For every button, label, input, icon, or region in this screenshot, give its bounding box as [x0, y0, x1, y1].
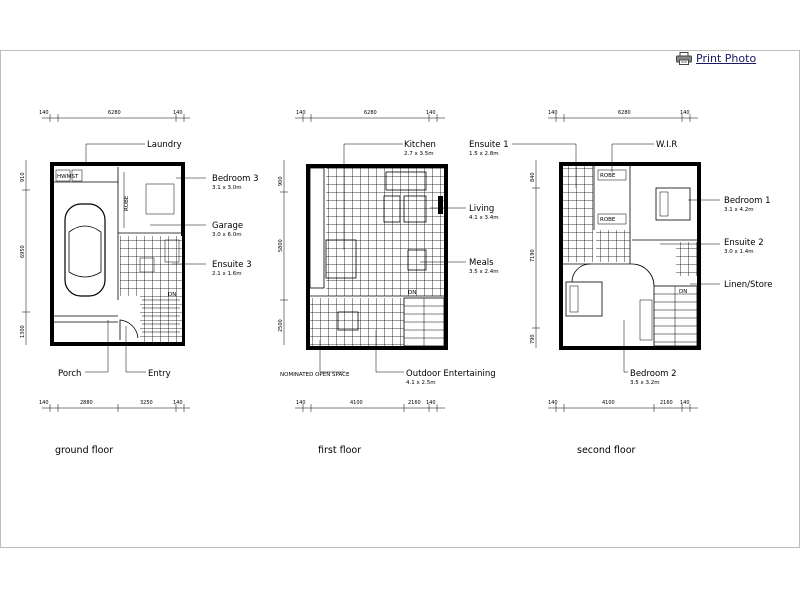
dim-text: 2160: [660, 400, 673, 406]
dim-text: 4100: [350, 400, 363, 406]
dn-tag: DN: [408, 290, 416, 296]
dim-text: 140: [426, 110, 436, 116]
dim-text: 1300: [20, 325, 26, 338]
room-label-porch: Porch: [58, 369, 81, 379]
dim-text: 900: [278, 176, 284, 186]
dim-text: 140: [426, 400, 436, 406]
dim-text: 790: [530, 334, 536, 344]
room-size-ensuite-2: 3.0 x 1.4m: [724, 249, 754, 255]
dim-text: 4100: [602, 400, 615, 406]
dim-text: 6280: [618, 110, 631, 116]
t-tag: T: [74, 174, 79, 180]
second-bottom-dimension: 140 4100 2160 140: [548, 400, 698, 412]
room-label-bedroom-3: Bedroom 3: [212, 174, 259, 184]
dim-text: 7190: [530, 249, 536, 262]
dn-tag: DN: [679, 289, 687, 295]
second-floor-plan: 140 6280 140 840 7190 790 ROBE ROBE: [469, 110, 772, 456]
dim-text: 140: [680, 110, 690, 116]
caption-second-floor: second floor: [577, 445, 636, 456]
room-size-meals: 3.5 x 2.4m: [469, 269, 499, 275]
dim-text: 140: [548, 110, 558, 116]
dim-text: 6280: [364, 110, 377, 116]
robe-tag: ROBE: [124, 195, 130, 211]
room-label-ensuite-3: Ensuite 3: [212, 260, 252, 270]
dn-tag: DN: [168, 292, 176, 298]
room-size-bedroom-2: 3.5 x 3.2m: [630, 380, 660, 386]
dim-text: 140: [548, 400, 558, 406]
dim-text: 140: [680, 400, 690, 406]
room-label-outdoor-entertaining: Outdoor Entertaining: [406, 369, 496, 379]
room-size-ensuite-1: 1.5 x 2.8m: [469, 151, 499, 157]
caption-first-floor: first floor: [318, 445, 361, 456]
hwms-tag: HWMS: [57, 174, 75, 180]
room-label-ensuite-1: Ensuite 1: [469, 140, 509, 150]
car-icon: [64, 203, 106, 297]
room-size-outdoor-entertaining: 4.1 x 2.5m: [406, 380, 436, 386]
dim-text: 140: [39, 110, 49, 116]
first-floor-plan: 140 6280 140 900 5800 2500: [278, 110, 499, 456]
dim-text: 140: [296, 110, 306, 116]
room-size-bedroom-3: 3.1 x 3.0m: [212, 185, 242, 191]
room-label-garage: Garage: [212, 221, 243, 231]
dim-text: 840: [530, 172, 536, 182]
room-size-living: 4.1 x 3.4m: [469, 215, 499, 221]
room-size-bedroom-1: 3.1 x 4.2m: [724, 207, 754, 213]
first-bottom-dimension: 140 4100 2160 140: [295, 400, 445, 412]
second-left-dimension: 840 7190 790: [530, 160, 540, 348]
room-label-laundry: Laundry: [147, 140, 182, 150]
room-size-ensuite-3: 2.1 x 1.6m: [212, 271, 242, 277]
room-label-bedroom-2: Bedroom 2: [630, 369, 677, 379]
dim-text: 3250: [140, 400, 153, 406]
robe-tag: ROBE: [600, 173, 616, 179]
dim-text: 5800: [278, 239, 284, 252]
room-label-wir: W.I.R: [656, 140, 677, 150]
dim-text: 2880: [80, 400, 93, 406]
printer-icon: [676, 51, 692, 65]
room-size-kitchen: 2.7 x 3.5m: [404, 151, 434, 157]
robe-tag: ROBE: [600, 217, 616, 223]
print-photo-link[interactable]: Print Photo: [676, 51, 756, 65]
dim-text: 2500: [278, 319, 284, 332]
dim-text: 2160: [408, 400, 421, 406]
room-label-linen-store: Linen/Store: [724, 280, 772, 290]
print-photo-label: Print Photo: [696, 51, 757, 65]
dim-text: 6950: [20, 245, 26, 258]
dim-text: 910: [20, 172, 26, 182]
room-label-meals: Meals: [469, 258, 494, 268]
first-left-dimension: 900 5800 2500: [278, 160, 288, 345]
ground-floor-plan: 140 6280 140 910 6950 1300: [20, 110, 259, 456]
room-label-bedroom-1: Bedroom 1: [724, 196, 771, 206]
ground-left-dimension: 910 6950 1300: [20, 160, 30, 345]
second-top-dimension: 140 6280 140: [548, 110, 698, 122]
ground-bottom-dimension: 140 2880 3250 140: [39, 400, 190, 412]
caption-ground-floor: ground floor: [55, 445, 113, 456]
room-size-garage: 3.0 x 6.0m: [212, 232, 242, 238]
room-label-entry: Entry: [148, 369, 171, 379]
dim-text: 140: [296, 400, 306, 406]
room-label-kitchen: Kitchen: [404, 140, 436, 150]
first-top-dimension: 140 6280 140: [295, 110, 445, 122]
dim-text: 6280: [108, 110, 121, 116]
room-label-living: Living: [469, 204, 494, 214]
dim-text: 140: [173, 110, 183, 116]
ground-top-dimension: 140 6280 140: [39, 110, 190, 122]
dim-text: 140: [39, 400, 49, 406]
nominated-open-space-note: NOMINATED OPEN SPACE: [280, 372, 350, 378]
room-label-ensuite-2: Ensuite 2: [724, 238, 764, 248]
dim-text: 140: [173, 400, 183, 406]
